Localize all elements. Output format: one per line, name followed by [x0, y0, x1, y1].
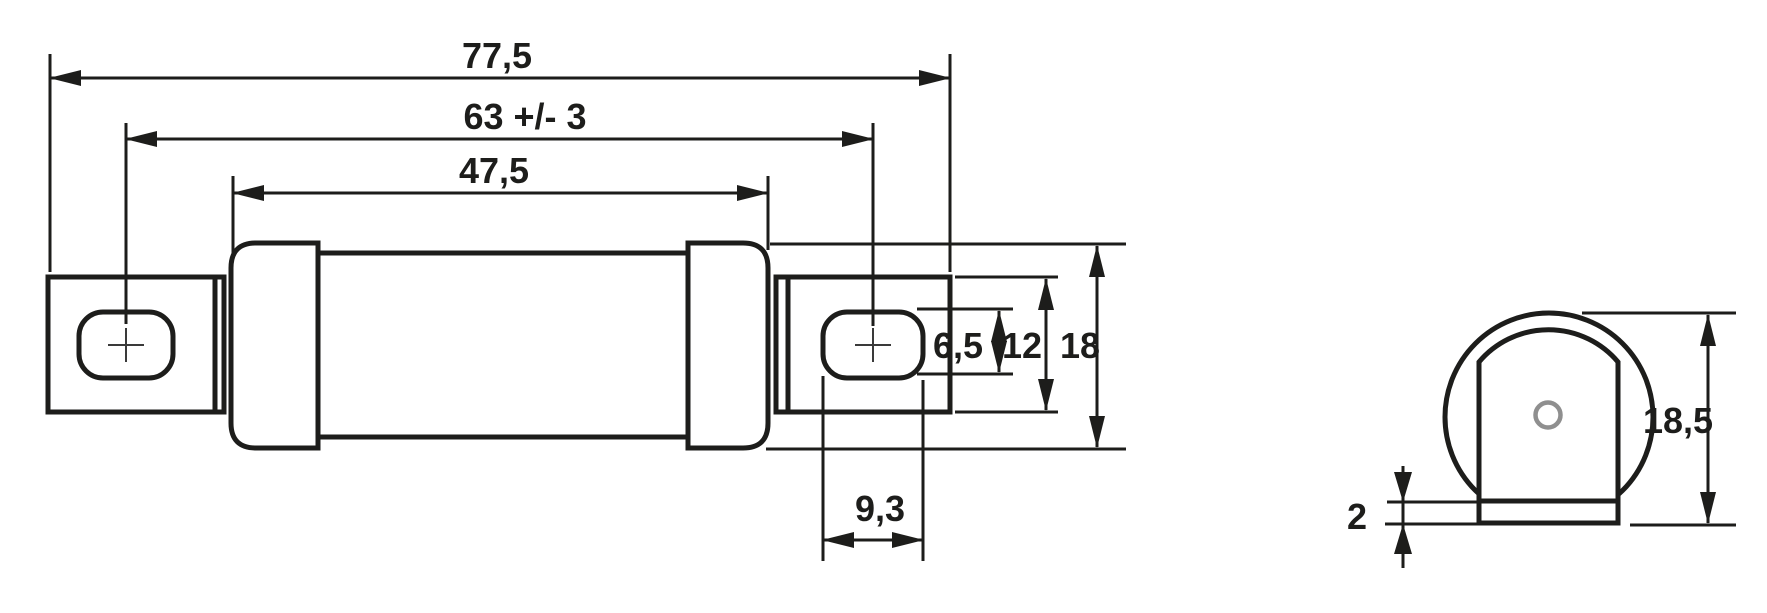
- dim-hole-spacing: 63 +/- 3: [124, 96, 875, 326]
- dim-terminal-thickness-arrow-up: [1394, 524, 1412, 554]
- end-view: 18,5 2: [1347, 310, 1736, 568]
- fuse-body: [315, 250, 691, 440]
- left-hole-center-mark: [108, 328, 144, 362]
- vent-hole-icon: [1533, 400, 1563, 430]
- dim-terminal-thickness-arrow-down: [1394, 472, 1412, 502]
- dim-end-view-height: 18,5: [1582, 311, 1736, 527]
- dim-body-length: 47,5: [231, 150, 770, 256]
- dim-body-length-label: 47,5: [459, 150, 529, 191]
- dim-hole-width: 9,3: [821, 376, 925, 561]
- right-end-cap: [685, 240, 771, 451]
- dim-overall-length: 77,5: [48, 35, 952, 272]
- dim-hole-height-label: 6,5: [933, 325, 983, 366]
- dim-overall-length-label: 77,5: [462, 35, 532, 76]
- dim-end-view-height-label: 18,5: [1643, 400, 1713, 441]
- dim-hole-width-label: 9,3: [855, 488, 905, 529]
- dim-terminal-thickness-label: 2: [1347, 496, 1367, 537]
- dim-terminal-height-label: 12: [1002, 325, 1042, 366]
- dim-hole-height: 6,5: [917, 307, 1013, 376]
- dim-body-diameter-label: 18: [1060, 325, 1100, 366]
- dim-hole-spacing-label: 63 +/- 3: [463, 96, 586, 137]
- side-view: 77,5 63 +/- 3 47,5 6,5 12: [45, 35, 1126, 561]
- dim-terminal-thickness: 2: [1347, 466, 1478, 568]
- dim-body-diameter: 18: [766, 242, 1126, 451]
- right-hole-center-mark: [855, 328, 891, 362]
- left-end-cap: [228, 240, 321, 451]
- dim-terminal-height: 12: [955, 275, 1058, 414]
